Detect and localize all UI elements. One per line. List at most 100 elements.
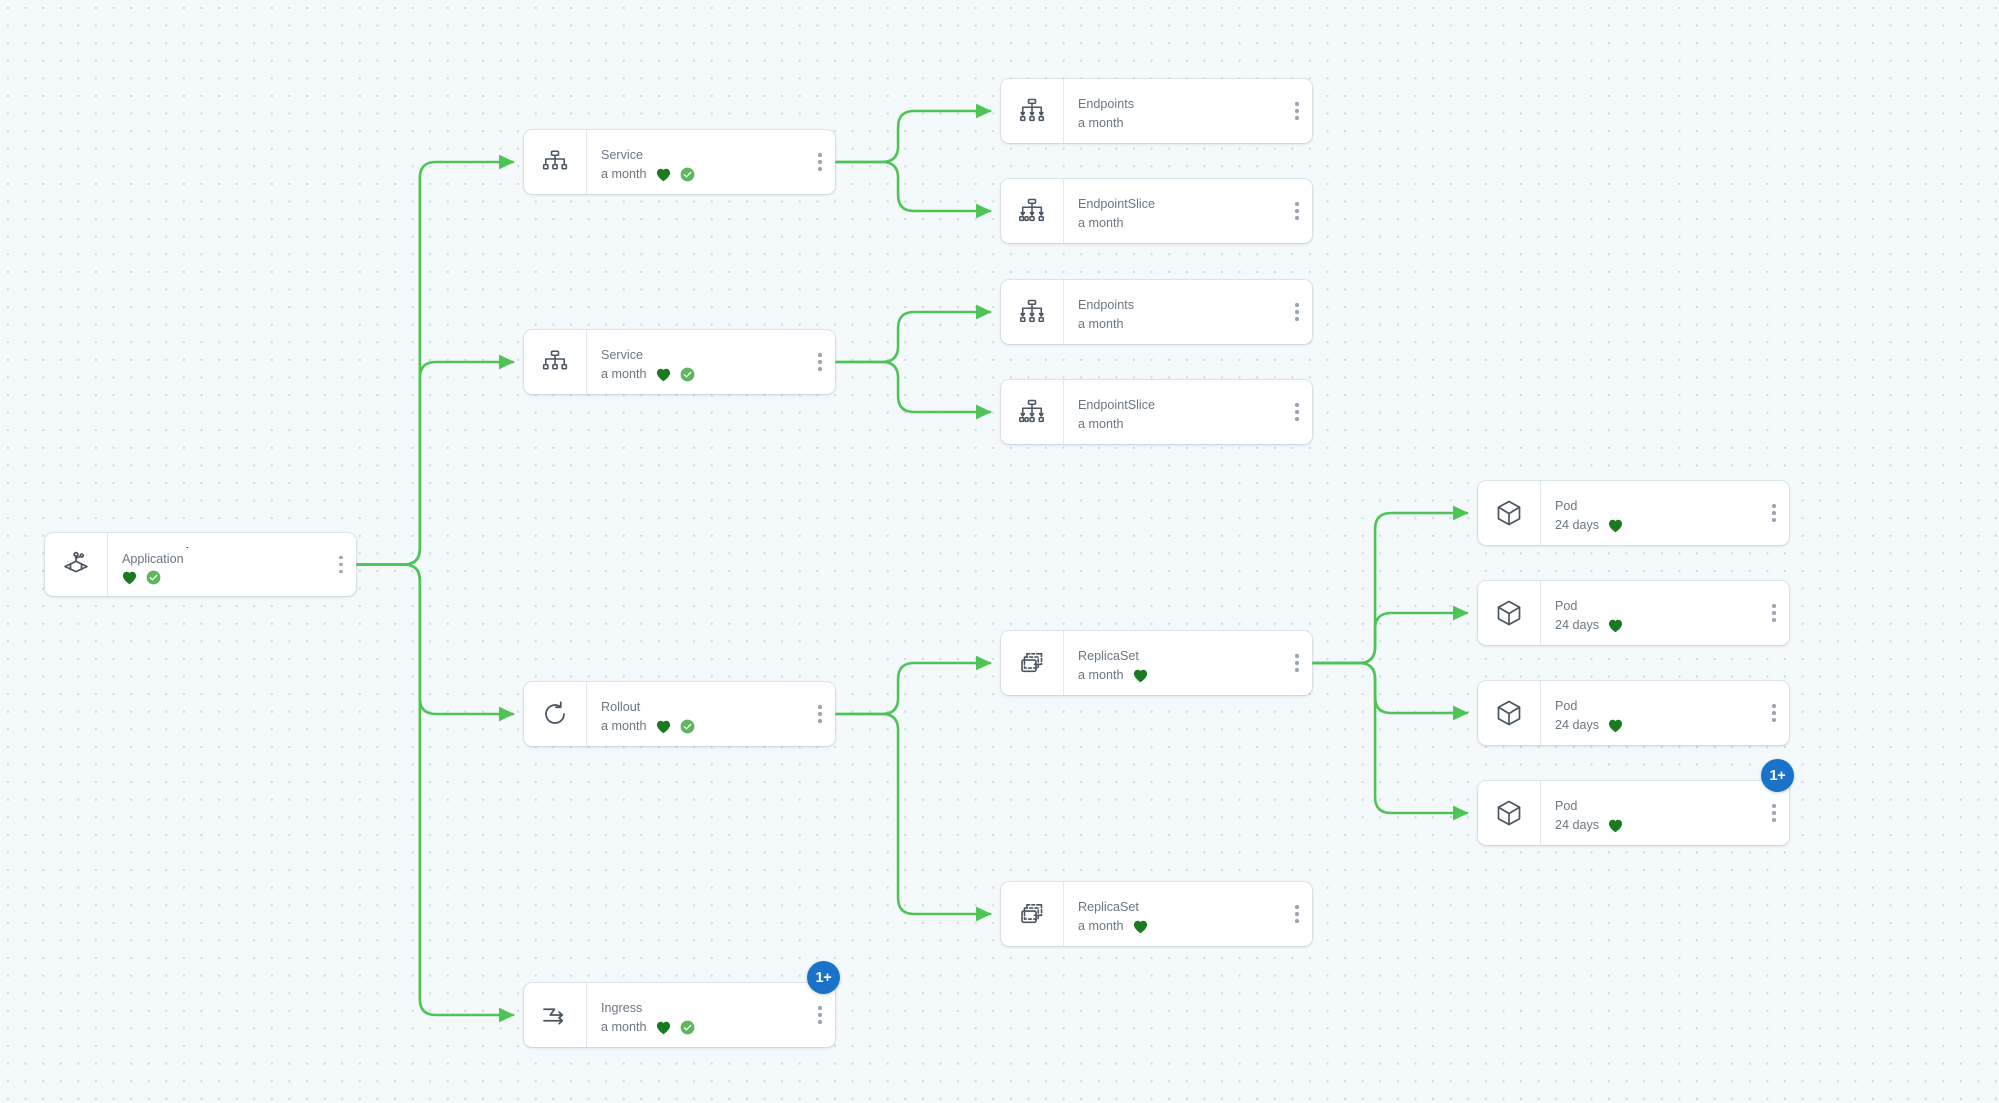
- resource-node-endpointslice[interactable]: canary-demo-clpjwEndpointSlicea month: [1001, 179, 1312, 243]
- node-kind: Endpoints: [1078, 97, 1135, 112]
- node-meta: a month: [601, 366, 805, 383]
- node-menu-button[interactable]: [805, 330, 835, 394]
- edge-rs-canary-demo-7f89b8b978-to-pod-2: [1310, 605, 1469, 665]
- health-heart-icon: [656, 168, 670, 181]
- node-age: a month: [1078, 417, 1124, 431]
- node-title: canary-demo-preview-v...: [1078, 391, 1282, 394]
- node-menu-button[interactable]: [1759, 781, 1789, 845]
- endpointslice-icon: [1001, 380, 1063, 444]
- resource-node-application[interactable]: canary-demoApplication: [45, 533, 356, 596]
- node-menu-button[interactable]: [1282, 280, 1312, 344]
- node-meta: a month: [601, 166, 805, 183]
- node-kind: Service: [601, 148, 643, 163]
- node-menu-button[interactable]: [805, 682, 835, 746]
- resource-node-service[interactable]: canary-demoService a month: [524, 130, 835, 194]
- node-age: a month: [1078, 668, 1124, 682]
- node-meta: 24 days: [1555, 817, 1759, 834]
- edge-app-canary-demo-to-svc-canary-demo: [354, 154, 515, 566]
- node-title: canary-demo-clpjw: [1078, 190, 1282, 193]
- resource-node-endpoints[interactable]: canary-demo-previewEndpointsa month: [1001, 280, 1312, 344]
- node-age: a month: [1078, 116, 1124, 130]
- health-heart-icon: [1609, 719, 1623, 732]
- resource-node-replicaset[interactable]: canary-demo-967754b4cReplicaSeta month: [1001, 882, 1312, 946]
- node-count-badge[interactable]: 1+: [807, 961, 840, 994]
- node-kind: ReplicaSet: [1078, 900, 1139, 915]
- sync-status-icon: [146, 570, 161, 585]
- node-title: canary-demo: [601, 994, 805, 997]
- node-menu-button[interactable]: [805, 130, 835, 194]
- edge-rs-canary-demo-7f89b8b978-to-pod-1: [1310, 505, 1469, 665]
- node-meta: a month: [1078, 416, 1282, 433]
- node-title: canary-demo-7f89b8b97...: [1555, 692, 1759, 695]
- endpoints-icon: [1001, 79, 1063, 143]
- sync-status-icon: [680, 367, 694, 382]
- node-menu-button[interactable]: [326, 533, 356, 596]
- rollout-icon: [524, 682, 586, 746]
- resource-node-service[interactable]: canary-demo-previewService a month: [524, 330, 835, 394]
- node-count-badge[interactable]: 1+: [1761, 759, 1794, 792]
- edge-rs-canary-demo-7f89b8b978-to-pod-3: [1310, 661, 1469, 721]
- node-meta: a month: [1078, 316, 1282, 333]
- edge-app-canary-demo-to-svc-canary-demo-preview: [354, 354, 515, 566]
- node-body: canary-demoRollouta month: [586, 682, 805, 746]
- node-kind: Ingress: [601, 1001, 643, 1016]
- node-meta: a month: [1078, 215, 1282, 232]
- health-heart-icon: [122, 571, 137, 584]
- health-heart-icon: [1133, 669, 1147, 682]
- node-body: canary-demo-967754b4cReplicaSeta month: [1063, 882, 1282, 946]
- node-age: 24 days: [1555, 818, 1600, 832]
- node-menu-button[interactable]: [1759, 581, 1789, 645]
- node-kind: Pod: [1555, 699, 1578, 714]
- node-body: canary-demoApplication: [107, 533, 326, 596]
- node-menu-button[interactable]: [805, 983, 835, 1047]
- service-icon: [524, 330, 586, 394]
- health-heart-icon: [656, 1021, 670, 1034]
- node-kind: Service: [601, 348, 643, 363]
- node-menu-button[interactable]: [1759, 681, 1789, 745]
- resource-node-endpoints[interactable]: canary-demoEndpointsa month: [1001, 79, 1312, 143]
- node-title: canary-demo: [601, 141, 805, 144]
- edge-app-canary-demo-to-ingress-canary-demo: [354, 563, 515, 1023]
- resource-node-rollout[interactable]: canary-demoRollouta month: [524, 682, 835, 746]
- node-age: a month: [601, 1020, 647, 1034]
- edge-svc-canary-demo-to-ep-canary-demo: [833, 103, 992, 164]
- node-title: canary-demo-preview: [601, 341, 805, 344]
- resource-node-replicaset[interactable]: canary-demo-7f89b8b978ReplicaSeta month: [1001, 631, 1312, 695]
- node-menu-button[interactable]: [1282, 380, 1312, 444]
- pod-icon: [1478, 781, 1540, 845]
- node-title: canary-demo-7f89b8b97...: [1555, 592, 1759, 595]
- node-meta: 24 days: [1555, 617, 1759, 634]
- node-title: canary-demo-7f89b8b97...: [1555, 492, 1759, 495]
- node-menu-button[interactable]: [1282, 179, 1312, 243]
- node-meta: a month: [601, 718, 805, 735]
- node-kind: Endpoints: [1078, 298, 1135, 313]
- node-body: canary-demoIngress a month: [586, 983, 805, 1047]
- node-meta: a month: [1078, 667, 1282, 684]
- node-menu-button[interactable]: [1282, 882, 1312, 946]
- edge-rollout-canary-demo-to-rs-canary-demo-7f89b8b978: [833, 655, 992, 716]
- edge-svc-canary-demo-preview-to-ep-canary-demo-preview: [833, 304, 992, 364]
- node-menu-button[interactable]: [1282, 79, 1312, 143]
- health-heart-icon: [1133, 920, 1147, 933]
- health-heart-icon: [1609, 519, 1623, 532]
- replicaset-icon: [1001, 631, 1063, 695]
- health-heart-icon: [1609, 619, 1623, 632]
- node-title: canary-demo: [122, 544, 326, 548]
- node-age: a month: [601, 719, 647, 733]
- node-age: a month: [1078, 919, 1124, 933]
- node-body: canary-demo-previewEndpointsa month: [1063, 280, 1282, 344]
- resource-node-ingress[interactable]: canary-demoIngress a month: [524, 983, 841, 1053]
- service-icon: [524, 130, 586, 194]
- node-body: canary-demoEndpointsa month: [1063, 79, 1282, 143]
- pod-icon: [1478, 681, 1540, 745]
- node-menu-button[interactable]: [1759, 481, 1789, 545]
- node-menu-button[interactable]: [1282, 631, 1312, 695]
